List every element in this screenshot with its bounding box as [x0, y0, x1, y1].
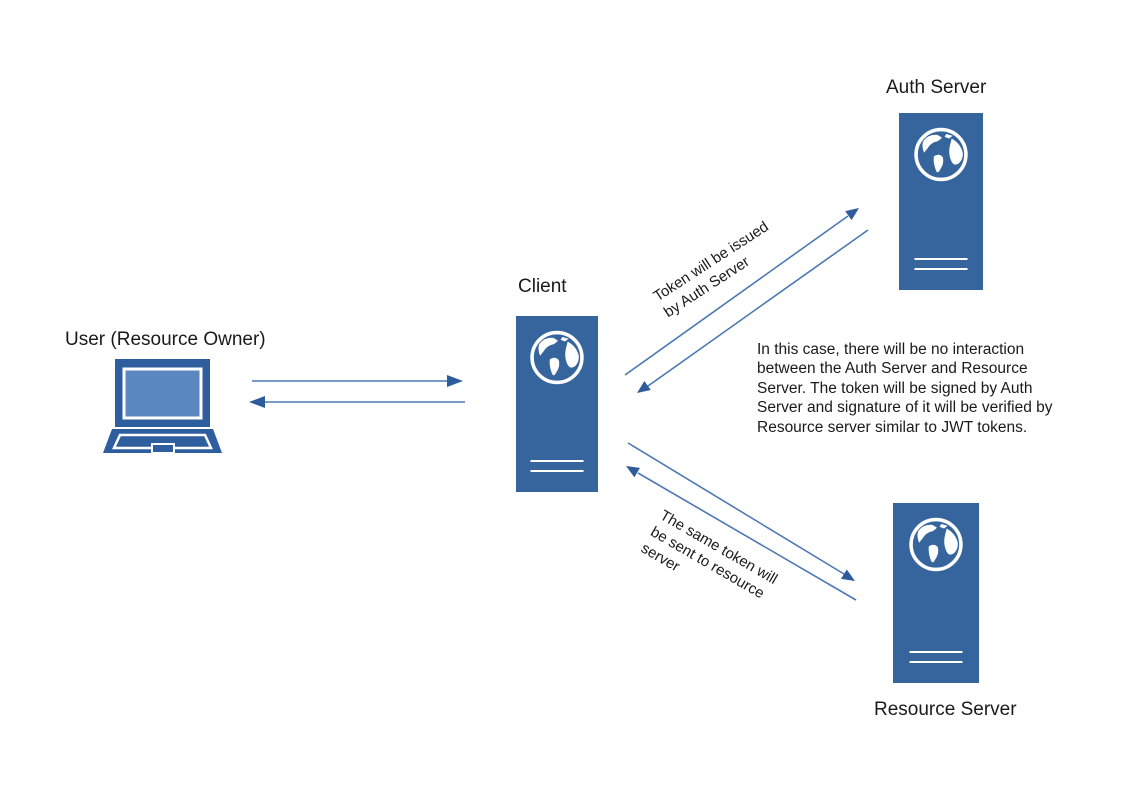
same-token-label: The same token will be sent to resource … [638, 506, 781, 603]
resource-server-node [893, 503, 979, 683]
auth-server-label: Auth Server [886, 77, 987, 98]
resource-server-label: Resource Server [874, 699, 1017, 720]
laptop-icon [103, 359, 222, 454]
auth-server-node [899, 113, 983, 290]
server-lines [914, 258, 968, 270]
note-text: In this case, there will be no interacti… [757, 341, 1053, 436]
arrow-user-to-client [252, 375, 463, 387]
globe-icon [909, 517, 963, 572]
token-issued-label: Token will be issued by Auth Server [650, 218, 772, 322]
client-label: Client [518, 276, 567, 297]
globe-icon [914, 127, 968, 182]
server-lines [530, 460, 584, 472]
server-lines [909, 651, 963, 663]
globe-icon [530, 330, 584, 385]
user-label: User (Resource Owner) [65, 329, 266, 350]
client-node [516, 316, 598, 492]
arrow-client-to-user [249, 396, 465, 408]
